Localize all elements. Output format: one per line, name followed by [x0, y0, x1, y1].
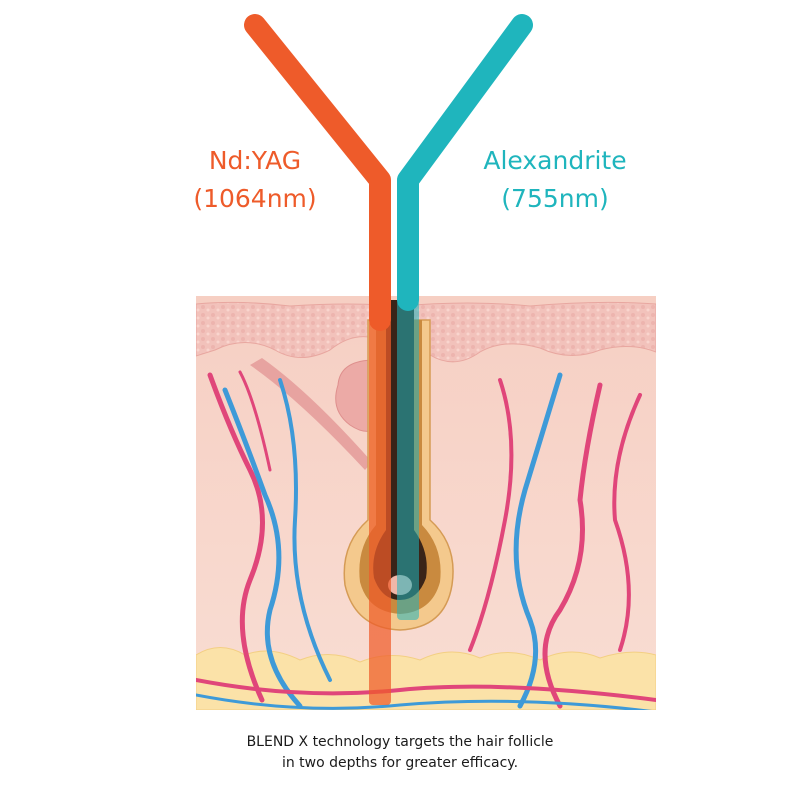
nd-yag-name: Nd:YAG	[208, 146, 302, 175]
laser-alexandrite	[397, 14, 533, 620]
alexandrite-label: Alexandrite (755nm)	[455, 142, 655, 218]
diagram-caption: BLEND X technology targets the hair foll…	[150, 732, 650, 774]
blood-vessel-icon	[196, 370, 656, 710]
alexandrite-name: Alexandrite	[483, 146, 627, 175]
skin-cross-section	[196, 296, 656, 710]
caption-line-2: in two depths for greater efficacy.	[281, 755, 519, 771]
nd-yag-wavelength: (1064nm)	[193, 184, 317, 213]
caption-line-1: BLEND X technology targets the hair foll…	[246, 734, 554, 750]
laser-nd-yag	[244, 14, 391, 705]
alexandrite-wavelength: (755nm)	[501, 184, 609, 213]
fat-layer	[196, 647, 656, 710]
nd-yag-label: Nd:YAG (1064nm)	[160, 142, 350, 218]
